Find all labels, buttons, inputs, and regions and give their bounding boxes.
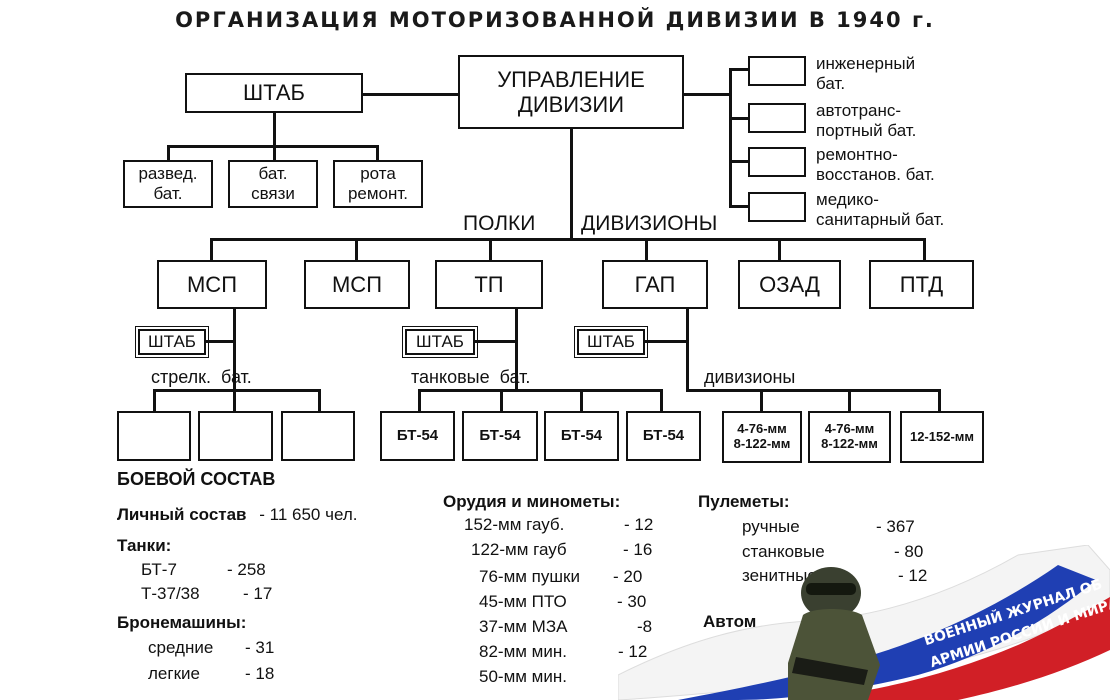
list-item: станковые- 80 bbox=[742, 542, 924, 561]
tank-regiment: ТП bbox=[435, 260, 543, 309]
personnel-value: - 11 650 чел. bbox=[259, 505, 358, 524]
signal-battalion-box: бат. связи bbox=[228, 160, 318, 208]
transport-battalion-label: автотранс- портный бат. bbox=[816, 101, 917, 140]
artillery-divisions-label: дивизионы bbox=[704, 367, 796, 387]
repair-battalion-label: ремонтно- восстанов. бат. bbox=[816, 145, 935, 184]
rifle-battalions-label: стрелк. бат. bbox=[151, 367, 252, 387]
list-item: Т-37/38 - 17 bbox=[141, 584, 273, 603]
mg-heading: Пулеметы: bbox=[698, 492, 790, 511]
tank-battalion-3: БТ-54 bbox=[544, 411, 619, 461]
rifle-battalion-1 bbox=[117, 411, 191, 461]
list-item: средние - 31 bbox=[148, 638, 275, 657]
engineer-battalion-label: инженерный бат. bbox=[816, 54, 916, 93]
list-item: 45-мм ПТО- 30 bbox=[479, 592, 647, 611]
list-item: ручные- 367 bbox=[742, 517, 915, 536]
combat-heading: БОЕВОЙ СОСТАВ bbox=[117, 469, 276, 489]
rifle-battalion-3 bbox=[281, 411, 355, 461]
regiments-label: ПОЛКИ bbox=[463, 212, 536, 235]
artillery-division-1: 4-76-мм 8-122-мм bbox=[722, 411, 802, 463]
flag-red-band bbox=[788, 597, 1110, 700]
flag-blue-band bbox=[678, 565, 1096, 700]
list-item: легкие - 18 bbox=[148, 664, 275, 683]
gap-staff-box: ШТАБ bbox=[574, 326, 648, 358]
guns-heading: Орудия и минометы: bbox=[443, 492, 621, 511]
msp-staff-box: ШТАБ bbox=[135, 326, 209, 358]
artillery-division-2: 4-76-мм 8-122-мм bbox=[808, 411, 891, 463]
list-item: 37-мм МЗА-8 bbox=[479, 617, 653, 636]
engineer-battalion-box bbox=[748, 56, 806, 86]
list-item: 122-мм гауб- 16 bbox=[471, 540, 653, 559]
divisions-label: ДИВИЗИОНЫ bbox=[581, 212, 718, 235]
motor-rifle-regiment-2: МСП bbox=[304, 260, 410, 309]
aa-battalion: ОЗАД bbox=[738, 260, 841, 309]
recon-battalion-box: развед. бат. bbox=[123, 160, 213, 208]
personnel-label: Личный состав bbox=[117, 505, 247, 524]
list-item: БТ-7 - 258 bbox=[141, 560, 266, 579]
list-item: зенитные- 12 bbox=[742, 566, 928, 585]
tank-battalion-4: БТ-54 bbox=[626, 411, 701, 461]
armored-heading: Бронемашины: bbox=[117, 613, 247, 632]
list-item: 82-мм мин.- 12 bbox=[479, 642, 648, 661]
repair-battalion-box bbox=[748, 147, 806, 177]
page-title: ОРГАНИЗАЦИЯ МОТОРИЗОВАННОЙ ДИВИЗИИ В 194… bbox=[175, 8, 935, 32]
motor-rifle-regiment-1: МСП bbox=[157, 260, 267, 309]
division-hq-box: УПРАВЛЕНИЕ ДИВИЗИИ bbox=[458, 55, 684, 129]
repair-company-box: рота ремонт. bbox=[333, 160, 423, 208]
auto-heading: Автом bbox=[703, 612, 757, 631]
tank-battalion-1: БТ-54 bbox=[380, 411, 455, 461]
list-item: 152-мм гауб.- 12 bbox=[464, 515, 654, 534]
medical-battalion-label: медико- санитарный бат. bbox=[816, 190, 945, 229]
personnel-row: Личный состав - 11 650 чел. bbox=[117, 505, 357, 525]
at-battalion: ПТД bbox=[869, 260, 974, 309]
soldier-image bbox=[788, 567, 880, 700]
list-item: 76-мм пушки- 20 bbox=[479, 567, 643, 586]
tank-battalions-label: танковые бат. bbox=[411, 367, 531, 387]
list-item: 50-мм мин.- 60 bbox=[479, 667, 647, 686]
artillery-division-3: 12-152-мм bbox=[900, 411, 984, 463]
medical-battalion-box bbox=[748, 192, 806, 222]
staff-box: ШТАБ bbox=[185, 73, 363, 113]
tank-battalion-2: БТ-54 bbox=[462, 411, 538, 461]
tanks-heading: Танки: bbox=[117, 536, 172, 555]
journal-logo bbox=[618, 545, 1110, 700]
transport-battalion-box bbox=[748, 103, 806, 133]
howitzer-regiment: ГАП bbox=[602, 260, 708, 309]
tp-staff-box: ШТАБ bbox=[402, 326, 478, 358]
rifle-battalion-2 bbox=[198, 411, 273, 461]
